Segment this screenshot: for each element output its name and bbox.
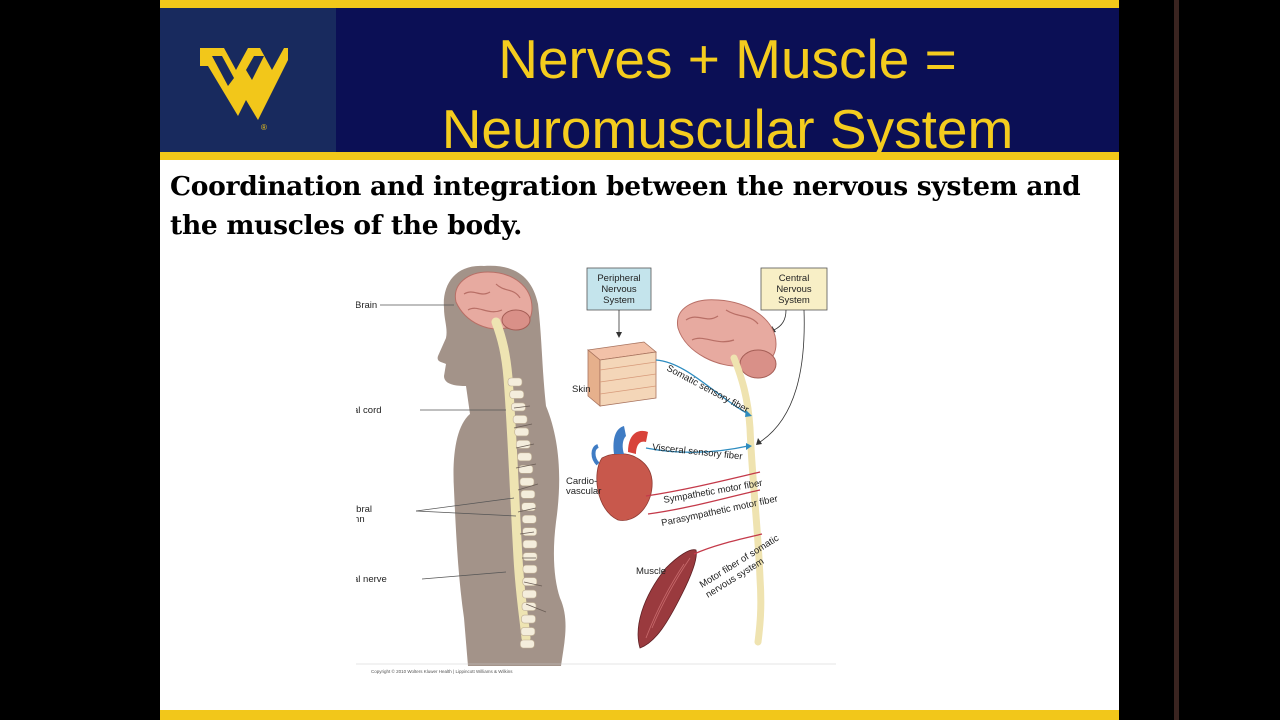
vertebra (507, 377, 523, 387)
cerebellum-right (739, 349, 777, 379)
window-edge-strip (1174, 0, 1179, 720)
label-motor-somatic-1: Motor fiber of somatic (698, 533, 781, 591)
label-brain: Brain (356, 300, 377, 311)
vertebra (520, 639, 535, 649)
vertebra (520, 627, 536, 636)
vertebra (520, 489, 536, 499)
vertebra (522, 577, 538, 586)
vertebra (519, 477, 535, 487)
label-cardio-1: Cardio- (566, 476, 597, 487)
vertebra (522, 539, 538, 549)
vertebra (522, 527, 537, 537)
slide: ® Nerves + Muscle = Neuromuscular System… (160, 0, 1119, 720)
cns-label-3: System (778, 295, 810, 306)
vertebra (512, 415, 528, 424)
pns-box (586, 267, 652, 311)
cns-box (760, 267, 828, 311)
slide-header: ® Nerves + Muscle = Neuromuscular System (160, 8, 1119, 160)
vertebra (521, 602, 537, 611)
heart-illustration (591, 426, 653, 521)
nervous-system-figure: Brain Spinal cord Vertebral column Spina… (356, 258, 856, 682)
bottom-gold-rule (160, 710, 1119, 720)
pns-label-3: System (603, 295, 635, 306)
label-spinal-nerve: Spinal nerve (356, 574, 387, 585)
label-cardio-2: vascular (566, 486, 601, 497)
pns-label-1: Peripheral (597, 273, 640, 284)
label-muscle: Muscle (636, 566, 666, 577)
somatic-sensory-fiber (655, 359, 749, 415)
visceral-sensory-fiber (645, 445, 749, 453)
vertebra (521, 614, 536, 624)
figure-copyright: Copyright © 2010 Wolters Kluwer Health |… (371, 668, 513, 674)
top-gold-rule (160, 0, 1119, 8)
label-visceral-sensory: Visceral sensory fiber (652, 442, 743, 462)
label-vertebral-column-1: Vertebral (356, 504, 372, 515)
label-skin: Skin (572, 384, 590, 395)
cerebellum-left (501, 309, 531, 331)
vertebra (509, 390, 525, 399)
cns-label-1: Central (779, 273, 810, 284)
logo-registered-mark: ® (261, 123, 267, 132)
slide-title: Nerves + Muscle = Neuromuscular System (336, 24, 1119, 164)
sympathetic-motor-fiber (645, 471, 761, 497)
label-spinal-cord: Spinal cord (356, 405, 382, 416)
title-line-2: Neuromuscular System (441, 98, 1014, 160)
label-vertebral-column-2: column (356, 514, 365, 525)
vertebra (518, 465, 534, 474)
cns-label-2: Nervous (776, 284, 812, 295)
vertebra (521, 514, 537, 524)
muscle-illustration (637, 549, 697, 649)
vertebra (514, 427, 530, 437)
vertebra (522, 552, 538, 561)
spinal-cord-right (730, 354, 765, 646)
wv-logo-icon: ® (200, 48, 288, 132)
vertebral-column-left (507, 377, 538, 649)
slide-subtitle: Coordination and integration between the… (170, 171, 1081, 241)
vertebra (515, 440, 531, 449)
brain-right (677, 299, 777, 367)
header-gold-rule (160, 152, 1119, 160)
vertebra (517, 452, 532, 462)
title-line-1: Nerves + Muscle = (498, 28, 957, 90)
vertebra (522, 564, 538, 574)
vertebra (522, 589, 537, 599)
spinal-nerves-left (513, 405, 547, 613)
logo-panel: ® (160, 8, 336, 152)
somatic-motor-fiber (693, 533, 763, 555)
pns-label-2: Nervous (601, 284, 637, 295)
parasympathetic-motor-fiber (647, 489, 761, 515)
skin-illustration (587, 341, 657, 407)
spinal-cord-left (491, 317, 531, 643)
